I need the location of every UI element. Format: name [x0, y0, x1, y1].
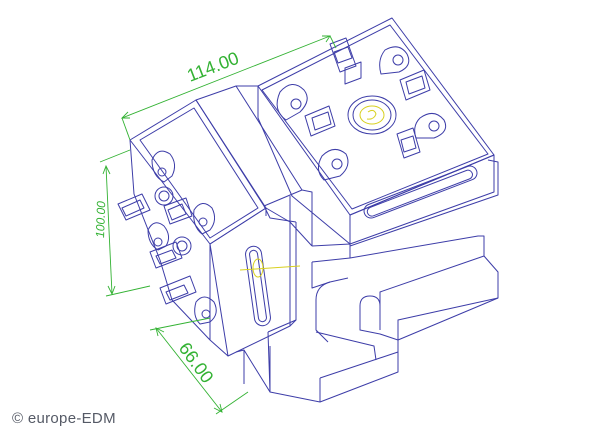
front-heart-pockets — [147, 150, 217, 325]
top-heart-pockets — [276, 46, 447, 181]
center-hole — [347, 95, 397, 135]
dimension-100 — [99, 149, 151, 297]
dimension-66-label: 66.00 — [175, 339, 218, 387]
copyright-notice: © europe-EDM — [12, 410, 116, 427]
copyright-symbol: © — [12, 410, 24, 427]
dimension-66 — [149, 317, 249, 415]
copyright-text: europe-EDM — [27, 410, 116, 427]
top-locating-lugs — [304, 37, 431, 159]
dimension-100-label: 100.00 — [93, 201, 108, 238]
base-body — [235, 222, 499, 403]
front-locating-lugs — [117, 193, 197, 305]
middle-block — [195, 85, 313, 246]
dimension-114-label: 114.00 — [184, 48, 241, 86]
front-center-mark — [239, 258, 301, 278]
dimension-114 — [120, 35, 337, 141]
top-chuck-plate — [257, 17, 499, 247]
front-chuck-plate — [129, 99, 313, 357]
